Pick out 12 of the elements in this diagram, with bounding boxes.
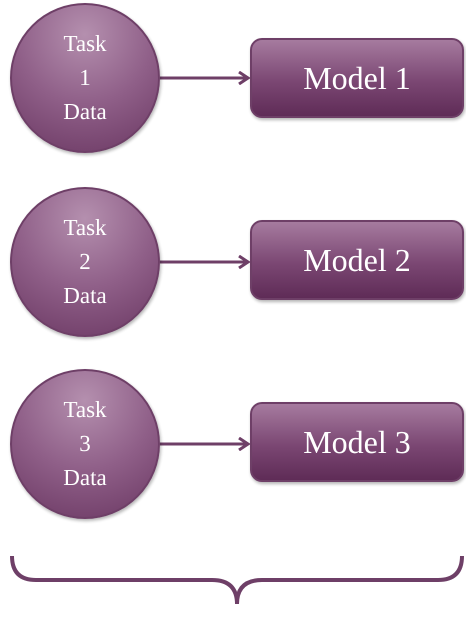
node-label: Model 2 [303, 242, 411, 278]
node-label: Model 1 [303, 60, 411, 96]
node-label: Task 1 Data [62, 30, 108, 126]
arrow [160, 70, 250, 86]
model-box [250, 38, 464, 118]
arrow [160, 254, 250, 270]
arrow [160, 436, 250, 452]
node-label: Model 3 [303, 424, 411, 460]
node-label: Task 3 Data [62, 396, 108, 492]
model-box [250, 220, 464, 300]
model-box [250, 402, 464, 482]
node-label: Task 2 Data [62, 214, 108, 310]
